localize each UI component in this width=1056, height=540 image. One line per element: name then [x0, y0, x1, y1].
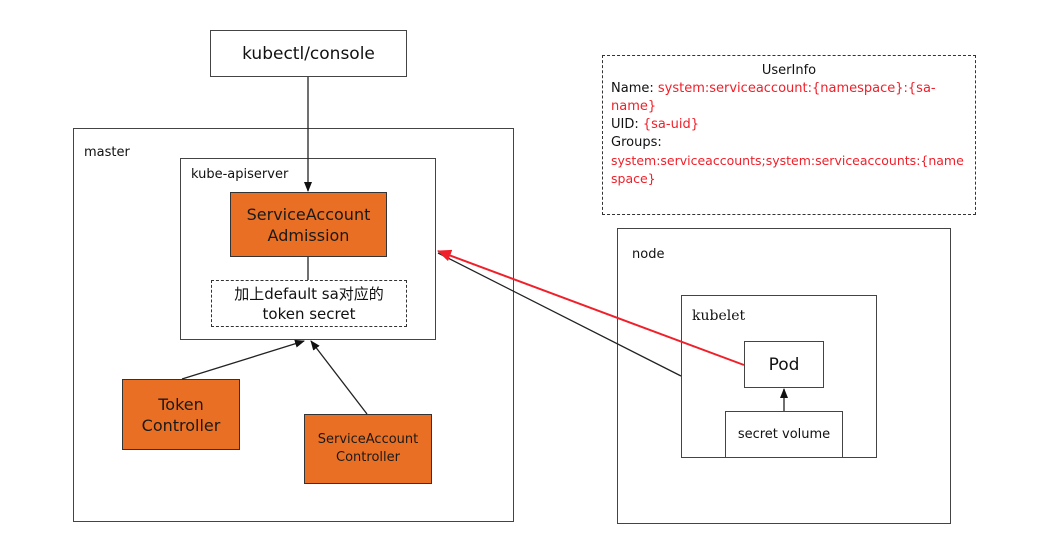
pod-box: Pod [744, 341, 824, 388]
serviceaccount-controller-box: ServiceAccount Controller [304, 414, 432, 484]
kubelet-label: kubelet [692, 308, 746, 324]
kube-apiserver-label: kube-apiserver [191, 167, 289, 182]
userinfo-groups-value-line1: system:serviceaccounts;system:serviceacc… [611, 153, 964, 168]
token-secret-note-line2: token secret [262, 304, 356, 323]
serviceaccount-admission-box: ServiceAccount Admission [230, 192, 387, 257]
node-label: node [632, 247, 665, 262]
userinfo-groups-key: Groups: [611, 135, 662, 150]
secret-volume-label: secret volume [737, 427, 831, 442]
master-label: master [84, 145, 130, 160]
serviceaccount-controller-line1: ServiceAccount [317, 432, 419, 447]
kube-apiserver-box: kube-apiserver [180, 158, 436, 340]
userinfo-name-row: Name: system:serviceaccount:{namespace}:… [611, 80, 975, 116]
userinfo-name-value: system:serviceaccount:{namespace}:{sa-na… [611, 81, 936, 114]
pod-label: Pod [768, 354, 800, 375]
serviceaccount-admission-line1: ServiceAccount [246, 204, 371, 224]
token-secret-note-line1: 加上default sa对应的 [234, 284, 384, 303]
userinfo-box: UserInfo Name: system:serviceaccount:{na… [602, 55, 976, 215]
secret-volume-box: secret volume [725, 411, 843, 458]
kubectl-console-label: kubectl/console [242, 43, 375, 64]
token-controller-line2: Controller [141, 415, 221, 435]
userinfo-uid-key: UID: [611, 117, 639, 132]
token-secret-note: 加上default sa对应的 token secret [211, 280, 407, 327]
token-controller-line1: Token [158, 394, 204, 414]
userinfo-uid-value: {sa-uid} [642, 117, 699, 132]
userinfo-title: UserInfo [761, 63, 817, 78]
serviceaccount-admission-line2: Admission [267, 225, 350, 245]
token-controller-box: Token Controller [122, 379, 240, 450]
serviceaccount-controller-line2: Controller [336, 450, 400, 465]
userinfo-groups-value-line2: space} [611, 171, 656, 186]
kubectl-console-box: kubectl/console [210, 30, 407, 77]
userinfo-name-key: Name: [611, 81, 654, 96]
userinfo-uid-row: UID: {sa-uid} [611, 116, 975, 134]
